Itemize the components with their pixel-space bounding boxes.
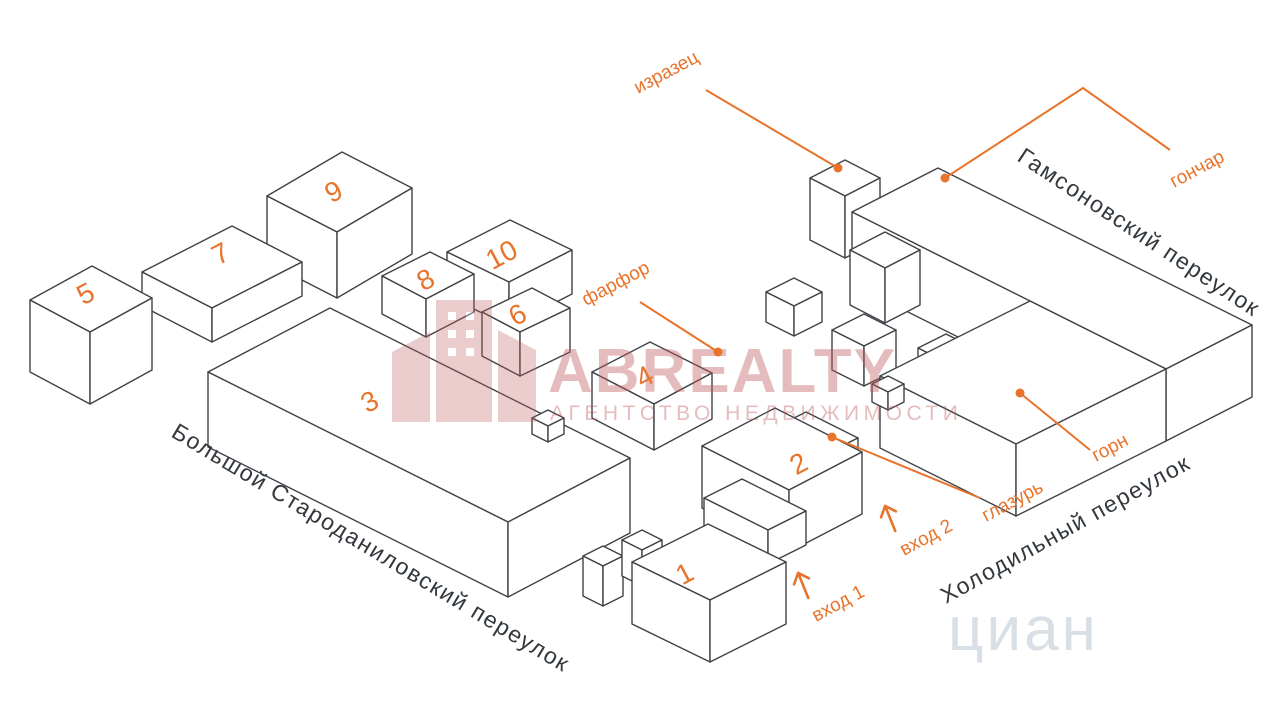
small-structure-d	[582, 545, 624, 607]
building-8	[381, 251, 475, 338]
gonchar-leader-line	[944, 86, 1171, 179]
watermark: ABREALTY АГЕНТСТВО НЕДВИЖИМОСТИ циан	[392, 300, 1099, 664]
small-structure-c-right-face	[887, 383, 905, 411]
watermark-brand: ABREALTY	[548, 337, 897, 406]
small-structure-b	[765, 277, 823, 337]
watermark-logo-icon	[392, 300, 536, 422]
building-9-right-face	[336, 187, 413, 299]
gamsonovsky-building-wing	[879, 300, 1167, 517]
small-structure-a	[531, 409, 565, 443]
watermark-subtitle: АГЕНТСТВО НЕДВИЖИМОСТИ	[550, 402, 962, 425]
building-4	[591, 341, 713, 451]
farfor-leader-line	[639, 301, 719, 353]
gamsonovsky-building-wing-right-face	[1015, 368, 1167, 517]
gamsonovsky-annex	[849, 231, 921, 324]
building-5-right-face	[89, 297, 153, 405]
building-1-right-face	[709, 561, 787, 663]
gorn-dot	[1015, 388, 1025, 398]
entrance1-arrow-icon	[792, 571, 811, 600]
small-structure-c	[871, 375, 905, 411]
callout-label-izrazets: изразец	[630, 47, 702, 99]
buildings-layer	[29, 151, 1253, 663]
callout-label-gonchar: гончар	[1166, 146, 1228, 192]
small-structure-d-right-face	[602, 555, 624, 607]
building-3-right-face	[507, 457, 631, 598]
izrazets-dot	[833, 163, 843, 173]
glazur-leader-line	[831, 436, 981, 499]
glazur-dot	[827, 432, 837, 442]
building-1	[631, 523, 787, 663]
building-7-right-face	[211, 261, 303, 343]
building-4-right-face	[653, 372, 713, 451]
izrazets-leader-line	[705, 89, 839, 169]
building-7	[141, 225, 303, 343]
small-structure-b-right-face	[793, 291, 823, 337]
building-8-right-face	[425, 273, 475, 338]
building-3	[207, 307, 631, 598]
building-9	[266, 151, 413, 299]
gorn-leader-line	[1019, 392, 1091, 451]
entrance2-label: вход 2	[896, 515, 956, 560]
building-5	[29, 265, 153, 405]
gamsonovsky-annex-right-face	[884, 249, 921, 324]
gonchar-dot	[940, 173, 950, 183]
farfor-dot	[713, 347, 723, 357]
watermark-corner: циан	[948, 595, 1099, 664]
entrance1-label: вход 1	[808, 581, 868, 626]
small-structure-a-right-face	[547, 417, 565, 443]
building-6-right-face	[519, 307, 571, 377]
entrance2-arrow-icon	[879, 504, 898, 533]
building-6	[481, 287, 571, 377]
